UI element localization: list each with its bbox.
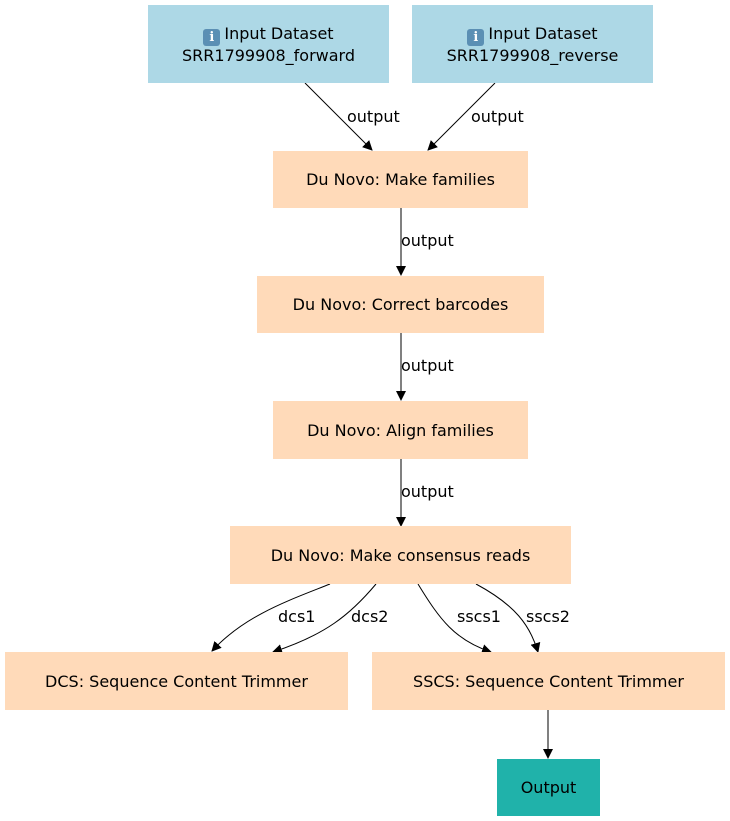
edge-consensus-sscs1 [417, 583, 492, 654]
input-reverse-name: SRR1799908_reverse [446, 45, 619, 65]
edge-reverse-to-families [427, 82, 496, 151]
dcs-trimmer-label: DCS: Sequence Content Trimmer [45, 671, 308, 691]
align-families-label: Du Novo: Align families [307, 420, 494, 440]
edge-label-sscs2: sscs2 [526, 607, 570, 626]
edge-label-align: output [401, 482, 454, 501]
edge-label-sscs1: sscs1 [457, 607, 501, 626]
node-correct-barcodes[interactable]: Du Novo: Correct barcodes [257, 276, 544, 333]
node-align-families[interactable]: Du Novo: Align families [273, 401, 528, 459]
edge-consensus-dcs1 [211, 583, 331, 652]
edge-forward-to-families [304, 82, 373, 151]
input-forward-title: Input Dataset [224, 23, 334, 43]
node-output[interactable]: Output [497, 759, 600, 816]
make-families-label: Du Novo: Make families [306, 170, 495, 189]
edge-label-dcs1: dcs1 [278, 607, 315, 626]
edge-label-reverse: output [471, 107, 524, 126]
edge-label-dcs2: dcs2 [351, 607, 388, 626]
info-icon: i [467, 28, 485, 46]
edge-consensus-dcs2 [272, 583, 377, 654]
input-reverse-title: Input Dataset [488, 23, 598, 43]
node-make-consensus[interactable]: Du Novo: Make consensus reads [230, 526, 571, 584]
edge-label-forward: output [347, 107, 400, 126]
correct-barcodes-label: Du Novo: Correct barcodes [292, 295, 509, 314]
sscs-trimmer-label: SSCS: Sequence Content Trimmer [413, 671, 684, 691]
node-make-families[interactable]: Du Novo: Make families [273, 151, 528, 208]
output-label: Output [520, 778, 577, 797]
edge-consensus-sscs2 [475, 583, 541, 653]
edge-label-correct: output [401, 356, 454, 375]
info-icon: i [203, 28, 221, 46]
node-sscs-trimmer[interactable]: SSCS: Sequence Content Trimmer [372, 652, 725, 710]
make-consensus-label: Du Novo: Make consensus reads [270, 545, 531, 565]
node-dcs-trimmer[interactable]: DCS: Sequence Content Trimmer [5, 652, 348, 710]
input-forward-name: SRR1799908_forward [182, 45, 355, 65]
edge-label-families: output [401, 231, 454, 250]
